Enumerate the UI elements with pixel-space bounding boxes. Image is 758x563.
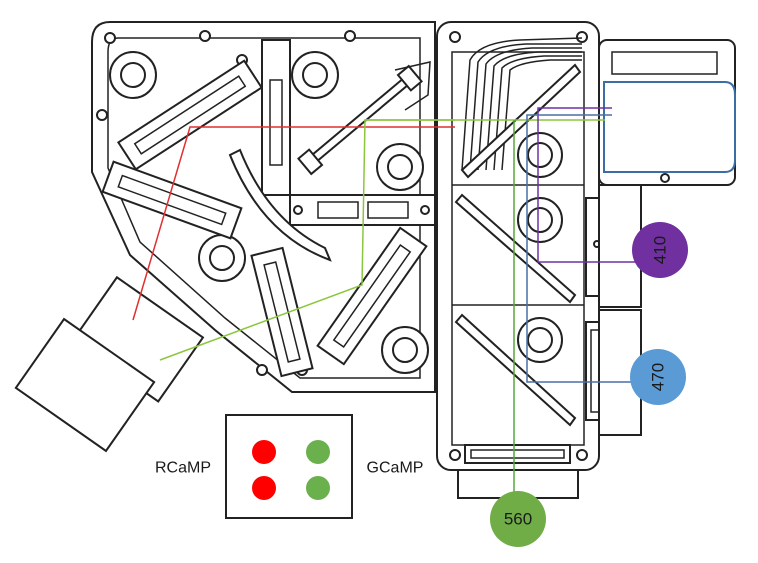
mirror-holder	[250, 246, 314, 378]
mount-hole	[104, 32, 116, 44]
mount-hole	[660, 173, 670, 183]
vertical-bracket-slot	[269, 79, 283, 166]
mount-hole	[449, 449, 461, 461]
led-470: 470	[630, 349, 686, 405]
mount-hole	[199, 30, 211, 42]
mount-hole	[576, 31, 588, 43]
mount-hole	[293, 205, 303, 215]
led-560-label: 560	[504, 510, 532, 529]
led-470-circle	[630, 349, 686, 405]
filter-slot	[367, 201, 409, 219]
detector-sensor	[603, 81, 736, 173]
legend-box	[225, 414, 353, 519]
legend: RCaMP GCaMP	[155, 414, 424, 519]
mirror-holder	[101, 160, 243, 240]
red-beam	[132, 126, 455, 321]
legend-rcamp-dot	[252, 476, 276, 500]
light-paths	[132, 107, 640, 492]
lens-ring	[517, 317, 563, 363]
legend-gcamp-label: GCaMP	[367, 460, 424, 477]
detector-window	[611, 51, 718, 75]
bolt-ring	[381, 326, 429, 374]
led-470-label: 470	[649, 363, 668, 391]
led-560: 560	[490, 491, 546, 547]
bottom-filter-inner	[470, 449, 565, 459]
curved-baffle	[228, 148, 332, 262]
mount-hole	[344, 30, 356, 42]
lens-ring	[517, 132, 563, 178]
bolt-ring	[376, 143, 424, 191]
legend-gcamp-dot	[306, 440, 330, 464]
mount-hole	[420, 205, 430, 215]
legend-rcamp-label: RCaMP	[155, 460, 211, 477]
bottom-filter-slot	[464, 444, 571, 464]
mount-hole	[96, 109, 108, 121]
lens-ring	[517, 197, 563, 243]
corner-bracket	[394, 61, 431, 111]
led-560-circle	[490, 491, 546, 547]
vertical-bracket	[261, 39, 291, 196]
led-410: 410	[632, 222, 688, 278]
mount-hole	[256, 364, 268, 376]
bolt-ring	[109, 51, 157, 99]
camera-body	[14, 317, 156, 453]
ribbon-cable	[461, 37, 583, 171]
dichroic-plate	[460, 63, 582, 179]
dichroic-plate	[454, 313, 577, 427]
bolt-ring	[198, 234, 246, 282]
legend-gcamp-dot	[306, 476, 330, 500]
mirror-holder	[117, 59, 263, 171]
blue-beam	[526, 114, 640, 383]
mount-hole	[576, 449, 588, 461]
bolt-ring	[291, 51, 339, 99]
legend-rcamp-dot	[252, 440, 276, 464]
filter-slot	[317, 201, 359, 219]
mirror-holder-thin	[297, 64, 423, 176]
led-410-circle	[632, 222, 688, 278]
mount-hole	[449, 31, 461, 43]
led-410-label: 410	[651, 236, 670, 264]
purple-beam	[537, 107, 640, 263]
